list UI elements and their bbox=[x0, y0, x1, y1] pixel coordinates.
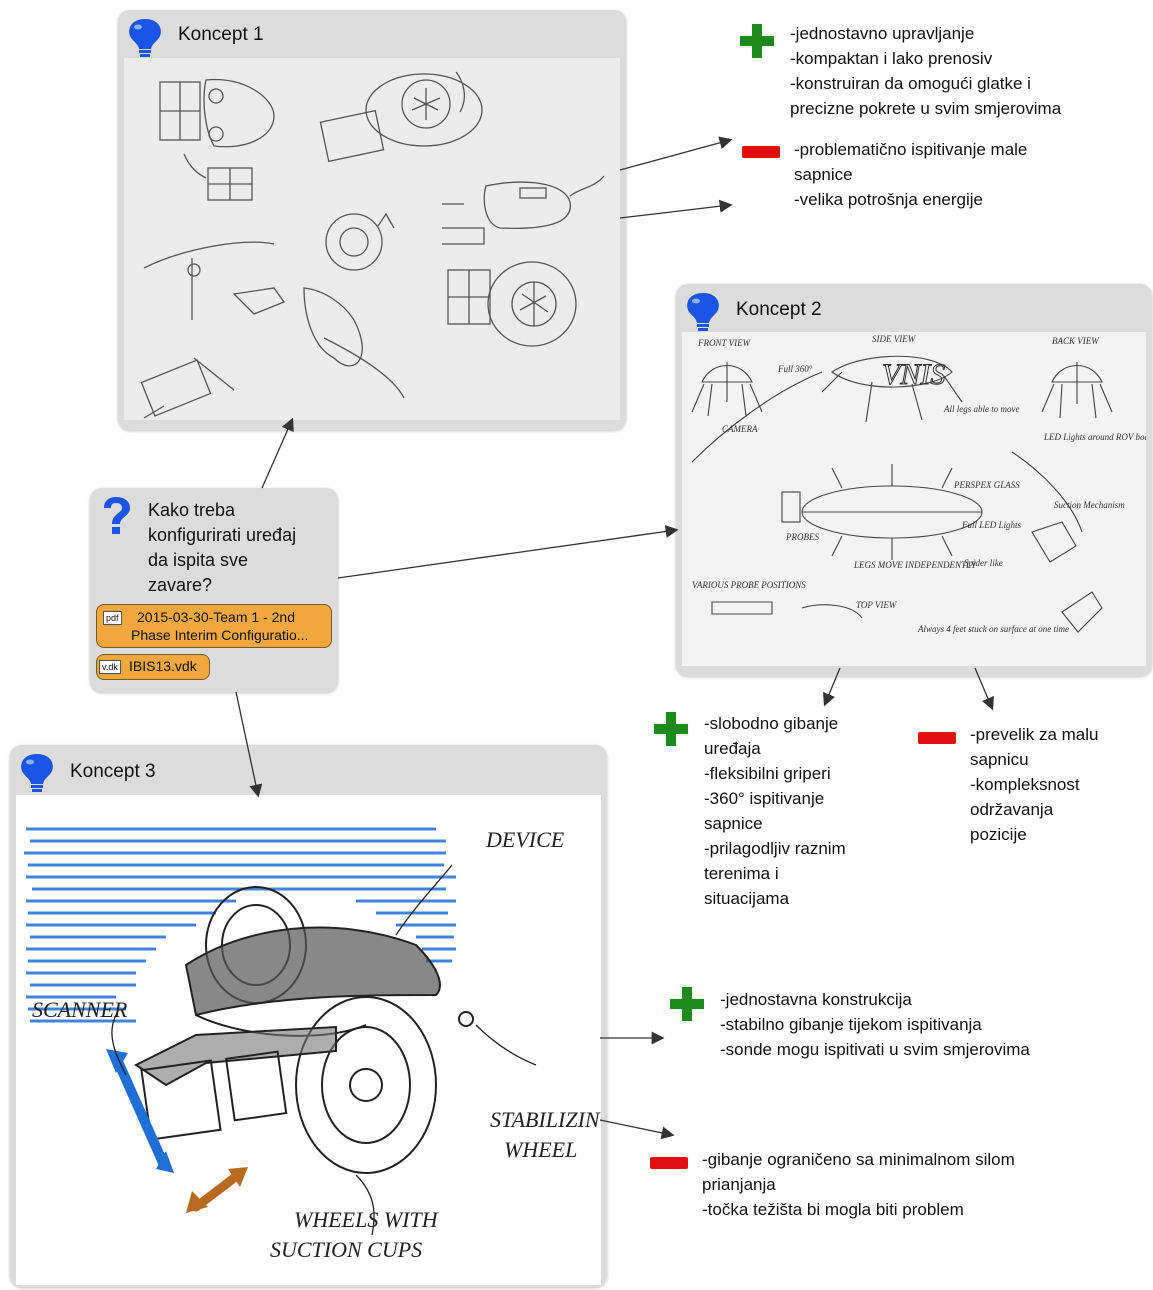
concept2-pro-line: -prilagodljiv raznim bbox=[704, 839, 846, 858]
cons-minus-icon-concept1 bbox=[742, 146, 780, 158]
concept2-pro-line: uređaja bbox=[704, 739, 761, 758]
concept3-pro-line: -sonde mogu ispitivati u svim smjerovima bbox=[720, 1040, 1030, 1059]
concept2-sketch: FRONT VIEW SIDE VIEW BACK VIEW Full 360°… bbox=[682, 332, 1146, 666]
concept3-pros: -jednostavna konstrukcija -stabilno giba… bbox=[720, 987, 1030, 1062]
sketch-label-front: FRONT VIEW bbox=[697, 338, 752, 348]
concept3-sketch: DEVICE SCANNER STABILIZING WHEEL WHEELS … bbox=[16, 795, 601, 1285]
sketch-label-full-led: Full LED Lights bbox=[961, 520, 1022, 530]
concept1-con-line: -velika potrošnja energije bbox=[794, 190, 983, 209]
pros-plus-icon-concept3 bbox=[670, 987, 704, 1021]
question-mark-icon bbox=[104, 497, 130, 534]
sketch-label-various: VARIOUS PROBE POSITIONS bbox=[692, 580, 806, 590]
pdf-attachment-line2: Phase Interim Configuratio... bbox=[131, 627, 309, 643]
concept2-con-line: sapnicu bbox=[970, 750, 1029, 769]
concept1-card[interactable]: Koncept 1 bbox=[118, 10, 626, 430]
concept2-con-line: održavanja bbox=[970, 800, 1054, 819]
pdf-file-icon: pdf bbox=[103, 611, 122, 625]
concept1-title: Koncept 1 bbox=[178, 24, 264, 45]
arrow-concept3-to-cons bbox=[599, 1119, 675, 1140]
question-text: Kako treba konfigurirati uređaj da ispit… bbox=[148, 498, 296, 598]
cons-minus-icon-concept2 bbox=[918, 732, 956, 744]
concept2-pro-line: sapnice bbox=[704, 814, 763, 833]
sketch-label-stabilizing-wheel: WHEEL bbox=[504, 1137, 577, 1162]
concept2-con-line: -kompleksnost bbox=[970, 775, 1080, 794]
concept2-pro-line: -fleksibilni griperi bbox=[704, 764, 831, 783]
question-line: konfigurirati uređaj bbox=[148, 525, 297, 545]
question-line: da ispita sve bbox=[148, 550, 249, 570]
concept3-cons: -gibanje ograničeno sa minimalnom silom … bbox=[702, 1147, 1015, 1222]
concept3-title: Koncept 3 bbox=[70, 761, 156, 782]
concept3-pro-line: -jednostavna konstrukcija bbox=[720, 990, 912, 1009]
concept2-cons: -prevelik za malu sapnicu -kompleksnost … bbox=[970, 722, 1099, 847]
sketch-label-full360: Full 360° bbox=[777, 364, 813, 374]
concept3-pro-line: -stabilno gibanje tijekom ispitivanja bbox=[720, 1015, 982, 1034]
vdk-file-icon: v.dk bbox=[99, 660, 121, 674]
concept1-con-line: sapnice bbox=[794, 165, 853, 184]
sketch-label-suction: Suction Mechanism bbox=[1054, 500, 1125, 510]
vdk-attachment[interactable]: v.dk IBIS13.vdk bbox=[96, 654, 210, 680]
pros-plus-icon-concept2 bbox=[654, 712, 688, 746]
question-card[interactable]: Kako treba konfigurirati uređaj da ispit… bbox=[90, 488, 338, 692]
concept2-con-line: -prevelik za malu bbox=[970, 725, 1099, 744]
cons-minus-icon-concept3 bbox=[650, 1157, 688, 1169]
concept2-con-line: pozicije bbox=[970, 825, 1027, 844]
sketch-label-always: Always 4 feet stuck on surface at one ti… bbox=[917, 624, 1069, 634]
svg-text:VNIS: VNIS bbox=[882, 358, 945, 391]
sketch-label-back: BACK VIEW bbox=[1052, 336, 1100, 346]
arrow-concept1-to-cons bbox=[619, 199, 733, 219]
concept3-con-line: -točka težišta bi mogla biti problem bbox=[702, 1200, 964, 1219]
pdf-attachment[interactable]: pdf 2015-03-30-Team 1 - 2nd Phase Interi… bbox=[96, 604, 332, 648]
concept1-pro-line: -konstruiran da omogući glatke i bbox=[790, 74, 1031, 93]
concept1-pro-line: -jednostavno upravljanje bbox=[790, 24, 975, 43]
concept2-pros: -slobodno gibanje uređaja -fleksibilni g… bbox=[704, 711, 846, 911]
sketch-label-stabilizing: STABILIZING bbox=[490, 1107, 601, 1132]
concept1-con-line: -problematično ispitivanje male bbox=[794, 140, 1028, 159]
vdk-attachment-label: IBIS13.vdk bbox=[129, 658, 197, 674]
sketch-label-spider: Spider like bbox=[964, 558, 1003, 568]
sketch-label-led: LED Lights around ROV body bbox=[1043, 432, 1146, 442]
sketch-label-legs: LEGS MOVE INDEPENDENTLY bbox=[853, 560, 977, 570]
sketch-label-wheels: WHEELS WITH bbox=[294, 1207, 439, 1232]
sketch-label-top: TOP VIEW bbox=[856, 600, 898, 610]
concept1-cons: -problematično ispitivanje male sapnice … bbox=[794, 137, 1027, 212]
sketch-label-scanner: SCANNER bbox=[32, 997, 128, 1022]
concept2-pro-line: -360° ispitivanje bbox=[704, 789, 825, 808]
concept3-con-line: -gibanje ograničeno sa minimalnom silom bbox=[702, 1150, 1015, 1169]
sketch-label-perspex: PERSPEX GLASS bbox=[953, 480, 1020, 490]
concept2-pro-line: -slobodno gibanje bbox=[704, 714, 839, 733]
concept2-title: Koncept 2 bbox=[736, 299, 822, 320]
pdf-attachment-line1: 2015-03-30-Team 1 - 2nd bbox=[137, 609, 295, 625]
concept2-pro-line: situacijama bbox=[704, 889, 790, 908]
concept3-card[interactable]: Koncept 3 bbox=[10, 745, 607, 1287]
lightbulb-icon bbox=[129, 19, 161, 57]
lightbulb-icon bbox=[21, 754, 53, 792]
pros-plus-icon-concept1 bbox=[740, 24, 774, 58]
concept1-pro-line: precizne pokrete u svim smjerovima bbox=[790, 99, 1062, 118]
question-line: zavare? bbox=[148, 575, 213, 595]
concept3-con-line: prianjanja bbox=[702, 1175, 776, 1194]
sketch-label-camera: CAMERA bbox=[722, 424, 758, 434]
sketch-label-device: DEVICE bbox=[485, 827, 565, 852]
question-line: Kako treba bbox=[148, 500, 236, 520]
lightbulb-icon bbox=[687, 293, 719, 331]
concept2-card[interactable]: Koncept 2 FRONT VIEW bbox=[676, 284, 1152, 676]
sketch-label-all-legs: All legs able to move bbox=[943, 404, 1019, 414]
arrow-question-to-concept1 bbox=[261, 417, 294, 489]
concept1-pros: -jednostavno upravljanje -kompaktan i la… bbox=[790, 21, 1061, 121]
sketch-label-probes: PROBES bbox=[785, 532, 819, 542]
sketch-label-suction-cups: SUCTION CUPS bbox=[270, 1237, 422, 1262]
concept1-pro-line: -kompaktan i lako prenosiv bbox=[790, 49, 993, 68]
concept2-pro-line: terenima i bbox=[704, 864, 779, 883]
concept1-sketch bbox=[124, 58, 620, 420]
sketch-label-side: SIDE VIEW bbox=[872, 334, 917, 344]
arrow-question-to-concept2 bbox=[337, 525, 679, 579]
arrow-concept1-to-pros bbox=[619, 136, 733, 171]
